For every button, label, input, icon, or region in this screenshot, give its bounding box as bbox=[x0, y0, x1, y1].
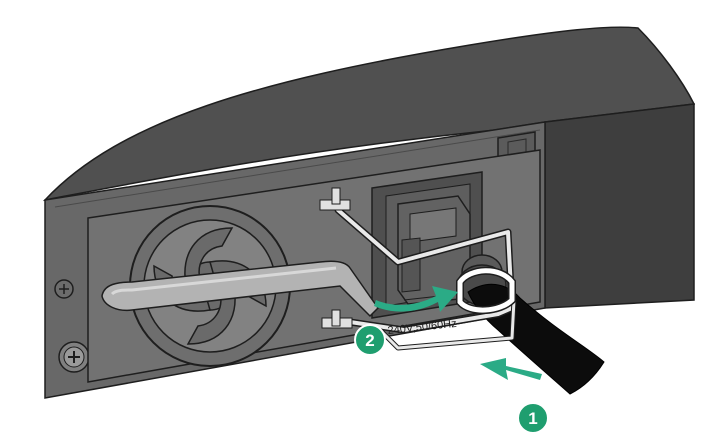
step-2-arrow bbox=[374, 286, 458, 312]
step-1-number: 1 bbox=[528, 409, 537, 428]
chassis-right-side bbox=[544, 103, 695, 309]
step-2-callout: 2 bbox=[354, 324, 386, 356]
chassis-bezel-line bbox=[54, 129, 541, 208]
step-2-number: 2 bbox=[365, 331, 374, 350]
thumb-screw-bottom-icon bbox=[58, 341, 90, 373]
module-handle bbox=[101, 260, 379, 318]
step-1-arrow bbox=[480, 358, 542, 380]
mounting-screw-left-icon bbox=[54, 279, 74, 299]
retaining-bail bbox=[319, 187, 517, 351]
chassis-top-surface bbox=[42, 26, 696, 202]
step-1-callout: 1 bbox=[517, 402, 549, 434]
